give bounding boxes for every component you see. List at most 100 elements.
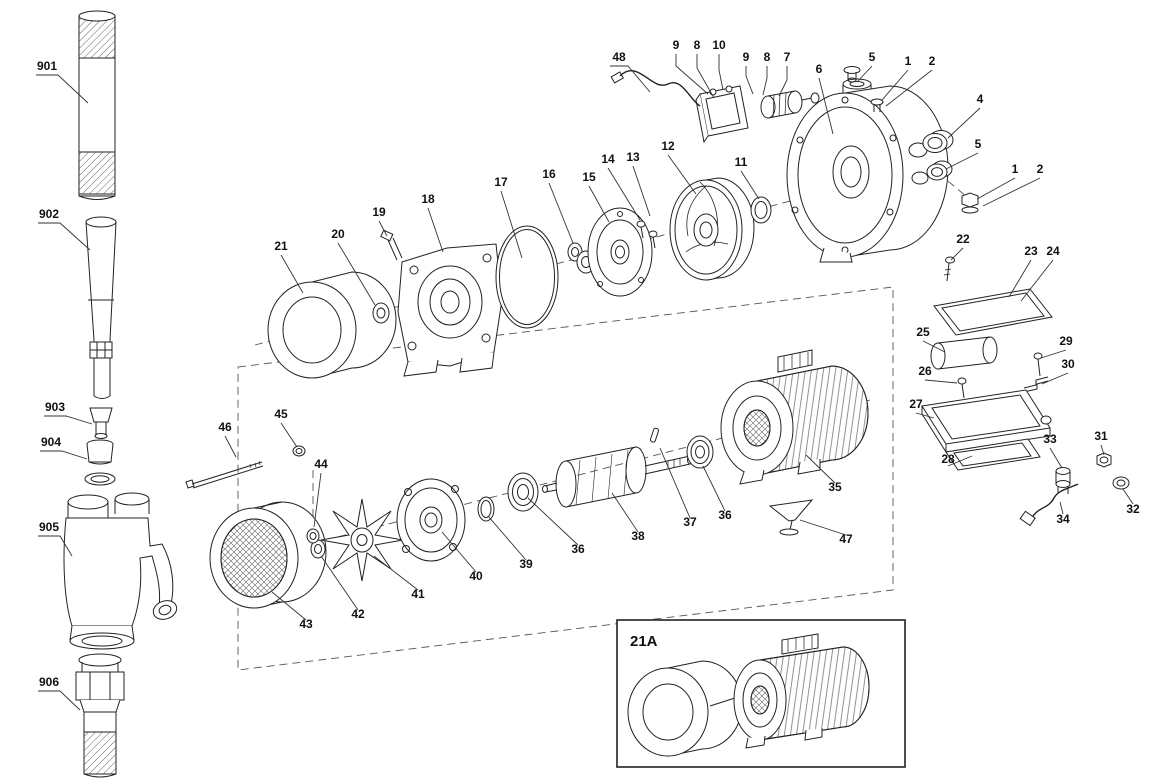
leader-line-14 bbox=[607, 167, 641, 221]
part-label-36b: 36 bbox=[571, 542, 585, 556]
part-label-40: 40 bbox=[469, 569, 483, 583]
part-label-25: 25 bbox=[916, 325, 930, 339]
part-903-nozzle bbox=[89, 407, 113, 439]
leader-line-5a bbox=[856, 65, 873, 83]
part-label-13: 13 bbox=[626, 150, 640, 164]
leader-line-26 bbox=[924, 379, 958, 384]
inset-part-stator bbox=[733, 633, 870, 749]
leader-line-29 bbox=[1040, 349, 1067, 359]
part-28-gasket bbox=[945, 438, 1041, 471]
leader-line-30 bbox=[1041, 372, 1069, 385]
part-label-17: 17 bbox=[494, 175, 508, 189]
part-17-o-ring bbox=[495, 225, 559, 329]
part-label-5b: 5 bbox=[975, 137, 982, 151]
leader-line-47 bbox=[799, 519, 847, 536]
inset-part-sleeve bbox=[627, 660, 743, 757]
part-902-ejector-tube bbox=[85, 216, 117, 399]
leader-line-18 bbox=[427, 207, 444, 253]
part-38-rotor bbox=[542, 446, 693, 508]
leader-line-33 bbox=[1049, 447, 1063, 469]
part-label-903: 903 bbox=[45, 400, 65, 414]
part-label-14: 14 bbox=[601, 152, 615, 166]
part-905-pump-body bbox=[63, 492, 178, 650]
part-1-2-plug-side bbox=[961, 192, 979, 214]
part-label-7: 7 bbox=[784, 50, 791, 64]
part-label-15: 15 bbox=[582, 170, 596, 184]
part-48-cable bbox=[610, 69, 701, 107]
part-label-39: 39 bbox=[519, 557, 533, 571]
leader-line-13 bbox=[632, 165, 651, 217]
leader-line-27 bbox=[915, 412, 935, 419]
part-label-10: 10 bbox=[712, 38, 726, 52]
leader-line-9a bbox=[675, 54, 709, 95]
leader-line-28 bbox=[947, 455, 973, 467]
leader-line-44 bbox=[313, 472, 322, 528]
part-14-screw bbox=[636, 220, 646, 239]
part-18-pump-bracket bbox=[397, 243, 503, 377]
leader-line-21 bbox=[280, 254, 304, 294]
part-label-29: 29 bbox=[1059, 334, 1073, 348]
leader-line-16 bbox=[548, 182, 574, 244]
part-label-11: 11 bbox=[735, 155, 748, 169]
part-label-28: 28 bbox=[941, 452, 955, 466]
part-904-venturi bbox=[84, 439, 116, 486]
leader-line-46 bbox=[224, 435, 237, 458]
part-label-43: 43 bbox=[299, 617, 313, 631]
part-label-8a: 8 bbox=[694, 38, 701, 52]
part-label-902: 902 bbox=[39, 207, 59, 221]
part-label-32: 32 bbox=[1126, 502, 1140, 516]
part-46-long-bolt bbox=[185, 460, 264, 489]
part-label-18: 18 bbox=[421, 192, 435, 206]
leader-line-2b bbox=[982, 177, 1041, 207]
part-25-capacitor bbox=[930, 336, 998, 370]
part-4-cap bbox=[922, 130, 954, 153]
leader-line-25 bbox=[922, 340, 946, 353]
part-label-36a: 36 bbox=[718, 508, 732, 522]
part-label-4: 4 bbox=[977, 92, 984, 106]
leader-line-24 bbox=[1020, 259, 1054, 302]
leader-line-48 bbox=[610, 65, 651, 93]
part-label-906: 906 bbox=[39, 675, 59, 689]
leader-line-32 bbox=[1122, 488, 1134, 505]
leader-line-8b bbox=[762, 66, 768, 96]
leader-line-40 bbox=[441, 531, 477, 573]
leader-line-36b bbox=[527, 497, 579, 546]
part-label-2b: 2 bbox=[1037, 162, 1044, 176]
part-29-screw bbox=[1033, 352, 1043, 377]
part-label-1a: 1 bbox=[905, 54, 912, 68]
leader-line-22 bbox=[950, 247, 964, 261]
part-1-2-plug-top bbox=[870, 98, 884, 112]
inset-21a: 21A bbox=[616, 619, 906, 768]
leader-line-904 bbox=[40, 450, 88, 460]
part-7-pressure-switch bbox=[760, 90, 820, 119]
leader-line-41 bbox=[373, 555, 419, 591]
part-6-pump-casing bbox=[786, 78, 949, 263]
leader-line-23 bbox=[1008, 259, 1032, 298]
part-36-bearing-front bbox=[507, 472, 539, 512]
leader-line-12 bbox=[667, 154, 697, 195]
part-26-screw bbox=[957, 377, 967, 399]
part-label-19: 19 bbox=[372, 205, 386, 219]
part-11-seal-ring bbox=[750, 196, 772, 224]
part-label-21: 21 bbox=[274, 239, 288, 253]
part-22-screw bbox=[943, 256, 955, 282]
leader-line-20 bbox=[337, 242, 376, 306]
part-label-24: 24 bbox=[1046, 244, 1060, 258]
leader-line-15 bbox=[588, 185, 610, 223]
part-45-washer bbox=[292, 445, 306, 457]
leader-line-7 bbox=[778, 66, 788, 97]
part-label-35: 35 bbox=[828, 480, 842, 494]
inset-label: 21A bbox=[630, 633, 658, 650]
part-10-switch-box bbox=[695, 85, 749, 144]
part-40-end-bracket bbox=[396, 478, 466, 562]
leader-line-6 bbox=[818, 77, 834, 135]
part-34-power-cord bbox=[1019, 483, 1079, 527]
part-label-46: 46 bbox=[218, 420, 232, 434]
leader-line-31 bbox=[1100, 444, 1105, 456]
part-label-42: 42 bbox=[351, 607, 365, 621]
part-label-905: 905 bbox=[39, 520, 59, 534]
part-20-washer bbox=[372, 302, 390, 324]
